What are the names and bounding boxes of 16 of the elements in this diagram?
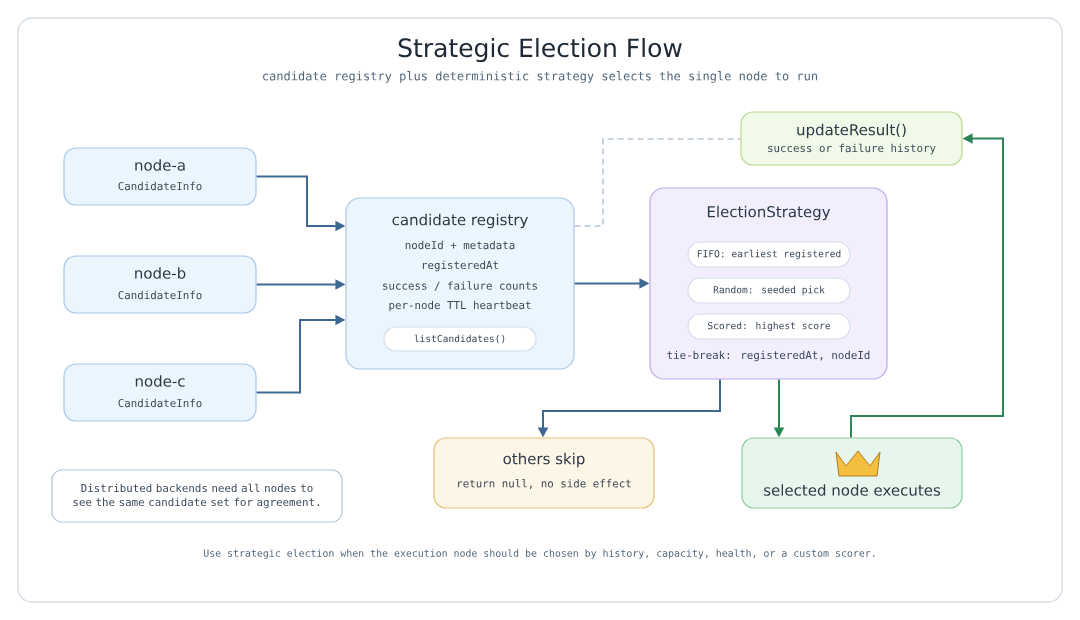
connector-line xyxy=(573,138,742,227)
node-box: node-c CandidateInfo xyxy=(63,363,257,422)
option-pill: Scored: highest score xyxy=(687,313,851,340)
process-box: selected node executes xyxy=(741,437,963,509)
subtitle: candidate registry plus deterministic strategy selects the single node to run xyxy=(263,71,818,83)
process-box: others skip return null, no side effect xyxy=(433,437,655,509)
title: Strategic Election Flow xyxy=(398,37,682,63)
note-box: Distributed backends need all nodes to see the same candidate set for agreement. xyxy=(51,469,343,523)
arrow xyxy=(850,133,1004,439)
option-pill: listCandidates() xyxy=(383,326,537,352)
process-box: updateResult() success or failure history xyxy=(740,111,963,166)
node-box: node-a CandidateInfo xyxy=(63,147,257,206)
option-pill: Random: seeded pick xyxy=(687,277,851,304)
option-pill: FIFO: earliest registered xyxy=(687,241,851,268)
caption: Use strategic election when the execution node should be chosen by history, capacity, health, or a custom scorer. xyxy=(203,549,875,559)
node-box: node-b CandidateInfo xyxy=(63,255,257,314)
